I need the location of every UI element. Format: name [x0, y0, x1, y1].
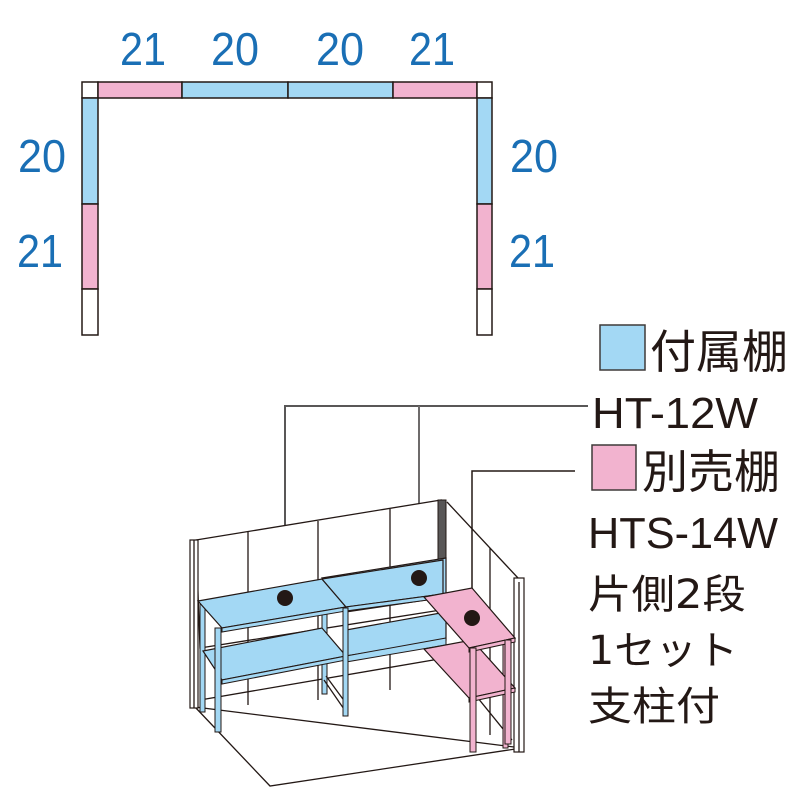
right-shelf-column [476, 97, 493, 336]
legend-note-3: 支柱付 [588, 684, 720, 730]
right-corner-post [513, 577, 525, 753]
legend-label-attached: 付属棚 [650, 325, 788, 379]
legend-swatch-attached [599, 324, 646, 371]
legend-model-optional: HTS-14W [588, 509, 778, 558]
top-shelf-blue-1 [181, 81, 289, 99]
callout-dot-blue-1 [277, 590, 293, 606]
blue-unit-1-leg-front-left [214, 627, 222, 733]
legend-note-1: 片側2段 [588, 572, 746, 618]
top-shelf-pink-2 [392, 81, 478, 99]
top-dimension-4: 21 [409, 23, 455, 75]
left-dimension-1: 20 [18, 130, 66, 182]
top-shelf-row [81, 81, 493, 99]
left-shelf-blue [81, 97, 99, 205]
top-dimension-2: 20 [211, 23, 259, 75]
plan-view: 21 20 20 21 20 21 20 21 [17, 23, 558, 336]
corner-top-left [81, 81, 99, 99]
right-shelf-blue [476, 97, 493, 205]
top-dimension-3: 20 [316, 23, 364, 75]
floor-outline [193, 706, 523, 787]
left-shelf-empty [81, 288, 99, 336]
top-shelf-blue-2 [287, 81, 394, 99]
callout-dot-blue-2 [411, 570, 427, 586]
top-shelf-pink-1 [97, 81, 183, 99]
pink-top-shelf-edge [468, 637, 516, 653]
corner-top-right [476, 81, 493, 99]
callout-line-optional [471, 470, 575, 620]
right-dimension-1: 20 [510, 130, 558, 182]
left-shelf-pink [81, 203, 99, 290]
side-wall-top-edge [446, 501, 519, 579]
blue-unit-1-foot-brace [323, 679, 347, 713]
right-shelf-pink [476, 203, 493, 290]
pink-lower-shelf-edge [468, 687, 516, 703]
left-shelf-column [81, 97, 99, 336]
blue-unit-1-leg-front-right [342, 607, 349, 717]
left-corner-post [189, 539, 199, 709]
legend-label-optional: 別売棚 [642, 445, 780, 499]
isometric-shelf-view [189, 499, 525, 787]
legend-swatch-optional [591, 444, 637, 491]
top-dimension-1: 21 [120, 23, 166, 75]
callout-dot-pink [464, 610, 480, 626]
legend: 付属棚 HT-12W 別売棚 HTS-14W 片側2段 1セット 支柱付 [588, 324, 788, 730]
pink-leg-front-right [504, 639, 512, 745]
legend-model-attached: HT-12W [592, 389, 758, 438]
legend-note-2: 1セット [588, 628, 738, 674]
right-dimension-2: 21 [509, 225, 555, 277]
right-shelf-empty [476, 288, 493, 336]
blue-unit-1-leg-back-left [199, 603, 206, 713]
pink-leg-front-left [469, 647, 477, 753]
left-dimension-2: 21 [17, 225, 63, 277]
